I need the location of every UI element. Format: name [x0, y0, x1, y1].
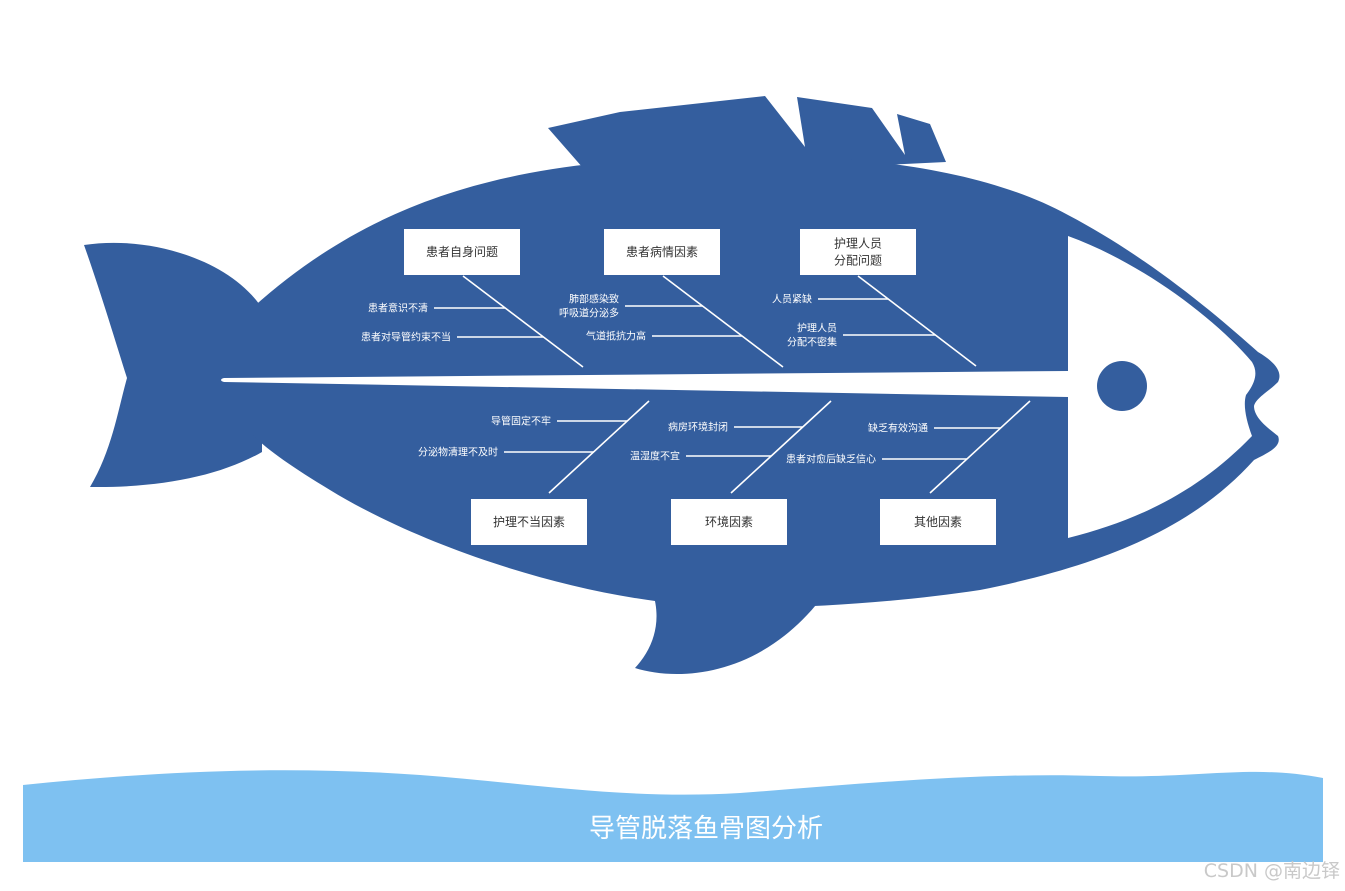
top-cause-label-0-1: 患者对导管约束不当	[361, 331, 451, 344]
bottom-category-label-1: 环境因素	[705, 514, 753, 529]
bottom-cause-label-1-0: 病房环境封闭	[668, 421, 728, 434]
top-cause-label-0-0: 患者意识不清	[368, 302, 428, 315]
top-cause-label-1-0: 肺部感染致呼吸道分泌多	[559, 293, 619, 320]
bottom-branch-bone-2	[929, 400, 1031, 494]
top-branch-bone-0	[462, 275, 584, 368]
fish-silhouette	[84, 96, 1280, 674]
water-wave	[23, 770, 1323, 862]
top-cause-label-1-1: 气道抵抗力高	[586, 330, 646, 343]
top-category-label-1: 患者病情因素	[626, 244, 698, 259]
bottom-category-label-0: 护理不当因素	[493, 515, 565, 529]
bottom-cause-label-2-0: 缺乏有效沟通	[868, 422, 928, 435]
bottom-branch-bone-1	[730, 400, 832, 494]
bottom-category-box-0	[471, 499, 587, 545]
top-branch-bone-1	[662, 275, 784, 368]
bottom-cause-label-2-1: 患者对愈后缺乏信心	[786, 453, 876, 466]
bottom-fin	[635, 590, 820, 674]
top-category-box-1	[604, 229, 720, 275]
top-category-label-2: 护理人员分配问题	[834, 237, 882, 268]
top-fin	[548, 96, 946, 168]
top-category-label-0: 患者自身问题	[426, 244, 498, 259]
bottom-cause-label-0-1: 分泌物清理不及时	[418, 446, 498, 459]
tail-fin	[84, 242, 262, 488]
top-cause-label-2-1: 护理人员分配不密集	[787, 322, 837, 349]
bottom-category-label-2: 其他因素	[914, 515, 962, 529]
bottom-category-box-1	[671, 499, 787, 545]
fish-head	[1068, 236, 1256, 538]
fish-eye	[1097, 361, 1147, 411]
top-cause-label-2-0: 人员紧缺	[772, 293, 812, 306]
diagram-title: 导管脱落鱼骨图分析	[589, 814, 823, 844]
bottom-category-box-2	[880, 499, 996, 545]
fish-spine	[221, 371, 1068, 397]
watermark-text: CSDN @南边铎	[1204, 860, 1340, 882]
top-category-box-2	[800, 229, 916, 275]
top-category-box-0	[404, 229, 520, 275]
bottom-cause-label-1-1: 温湿度不宜	[630, 450, 680, 463]
bottom-branch-bone-0	[548, 400, 650, 494]
top-branch-bone-2	[857, 275, 977, 367]
bottom-cause-label-0-0: 导管固定不牢	[491, 415, 551, 428]
